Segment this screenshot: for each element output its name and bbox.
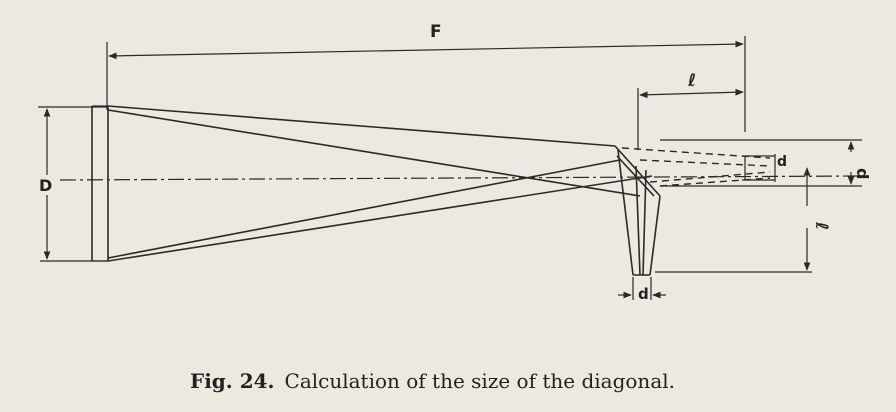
side-distance-dimension: ℓ <box>655 167 831 273</box>
optical-diagram: F D <box>38 22 872 303</box>
light-cone <box>107 105 653 262</box>
top-distance-label: ℓ <box>687 71 696 91</box>
diameter-dimension: D <box>38 106 108 262</box>
diagonal-size-dimension: d <box>618 277 666 303</box>
diagonal-mirror <box>614 145 661 197</box>
top-distance-dimension: ℓ <box>637 71 744 150</box>
diagonal-size-label: d <box>638 285 649 303</box>
beam-width-dimension: d <box>660 139 872 187</box>
figure-caption: Fig. 24. Calculation of the size of the d… <box>190 369 675 393</box>
focal-length-dimension: F <box>106 22 746 132</box>
focal-length-label: F <box>430 22 442 42</box>
optical-axis <box>59 175 861 181</box>
focal-diameter-label: d <box>777 154 787 170</box>
beam-width-label: d <box>853 168 872 179</box>
focus-continuation <box>621 147 775 187</box>
reflected-beam <box>617 149 661 276</box>
caption-text: Calculation of the size of the diagonal. <box>284 369 675 393</box>
figure-number: Fig. 24. <box>190 369 275 393</box>
focal-diameter-dimension: d <box>774 154 787 182</box>
side-distance-label: ℓ <box>811 221 831 230</box>
primary-mirror <box>91 105 109 262</box>
diameter-label: D <box>39 176 52 195</box>
